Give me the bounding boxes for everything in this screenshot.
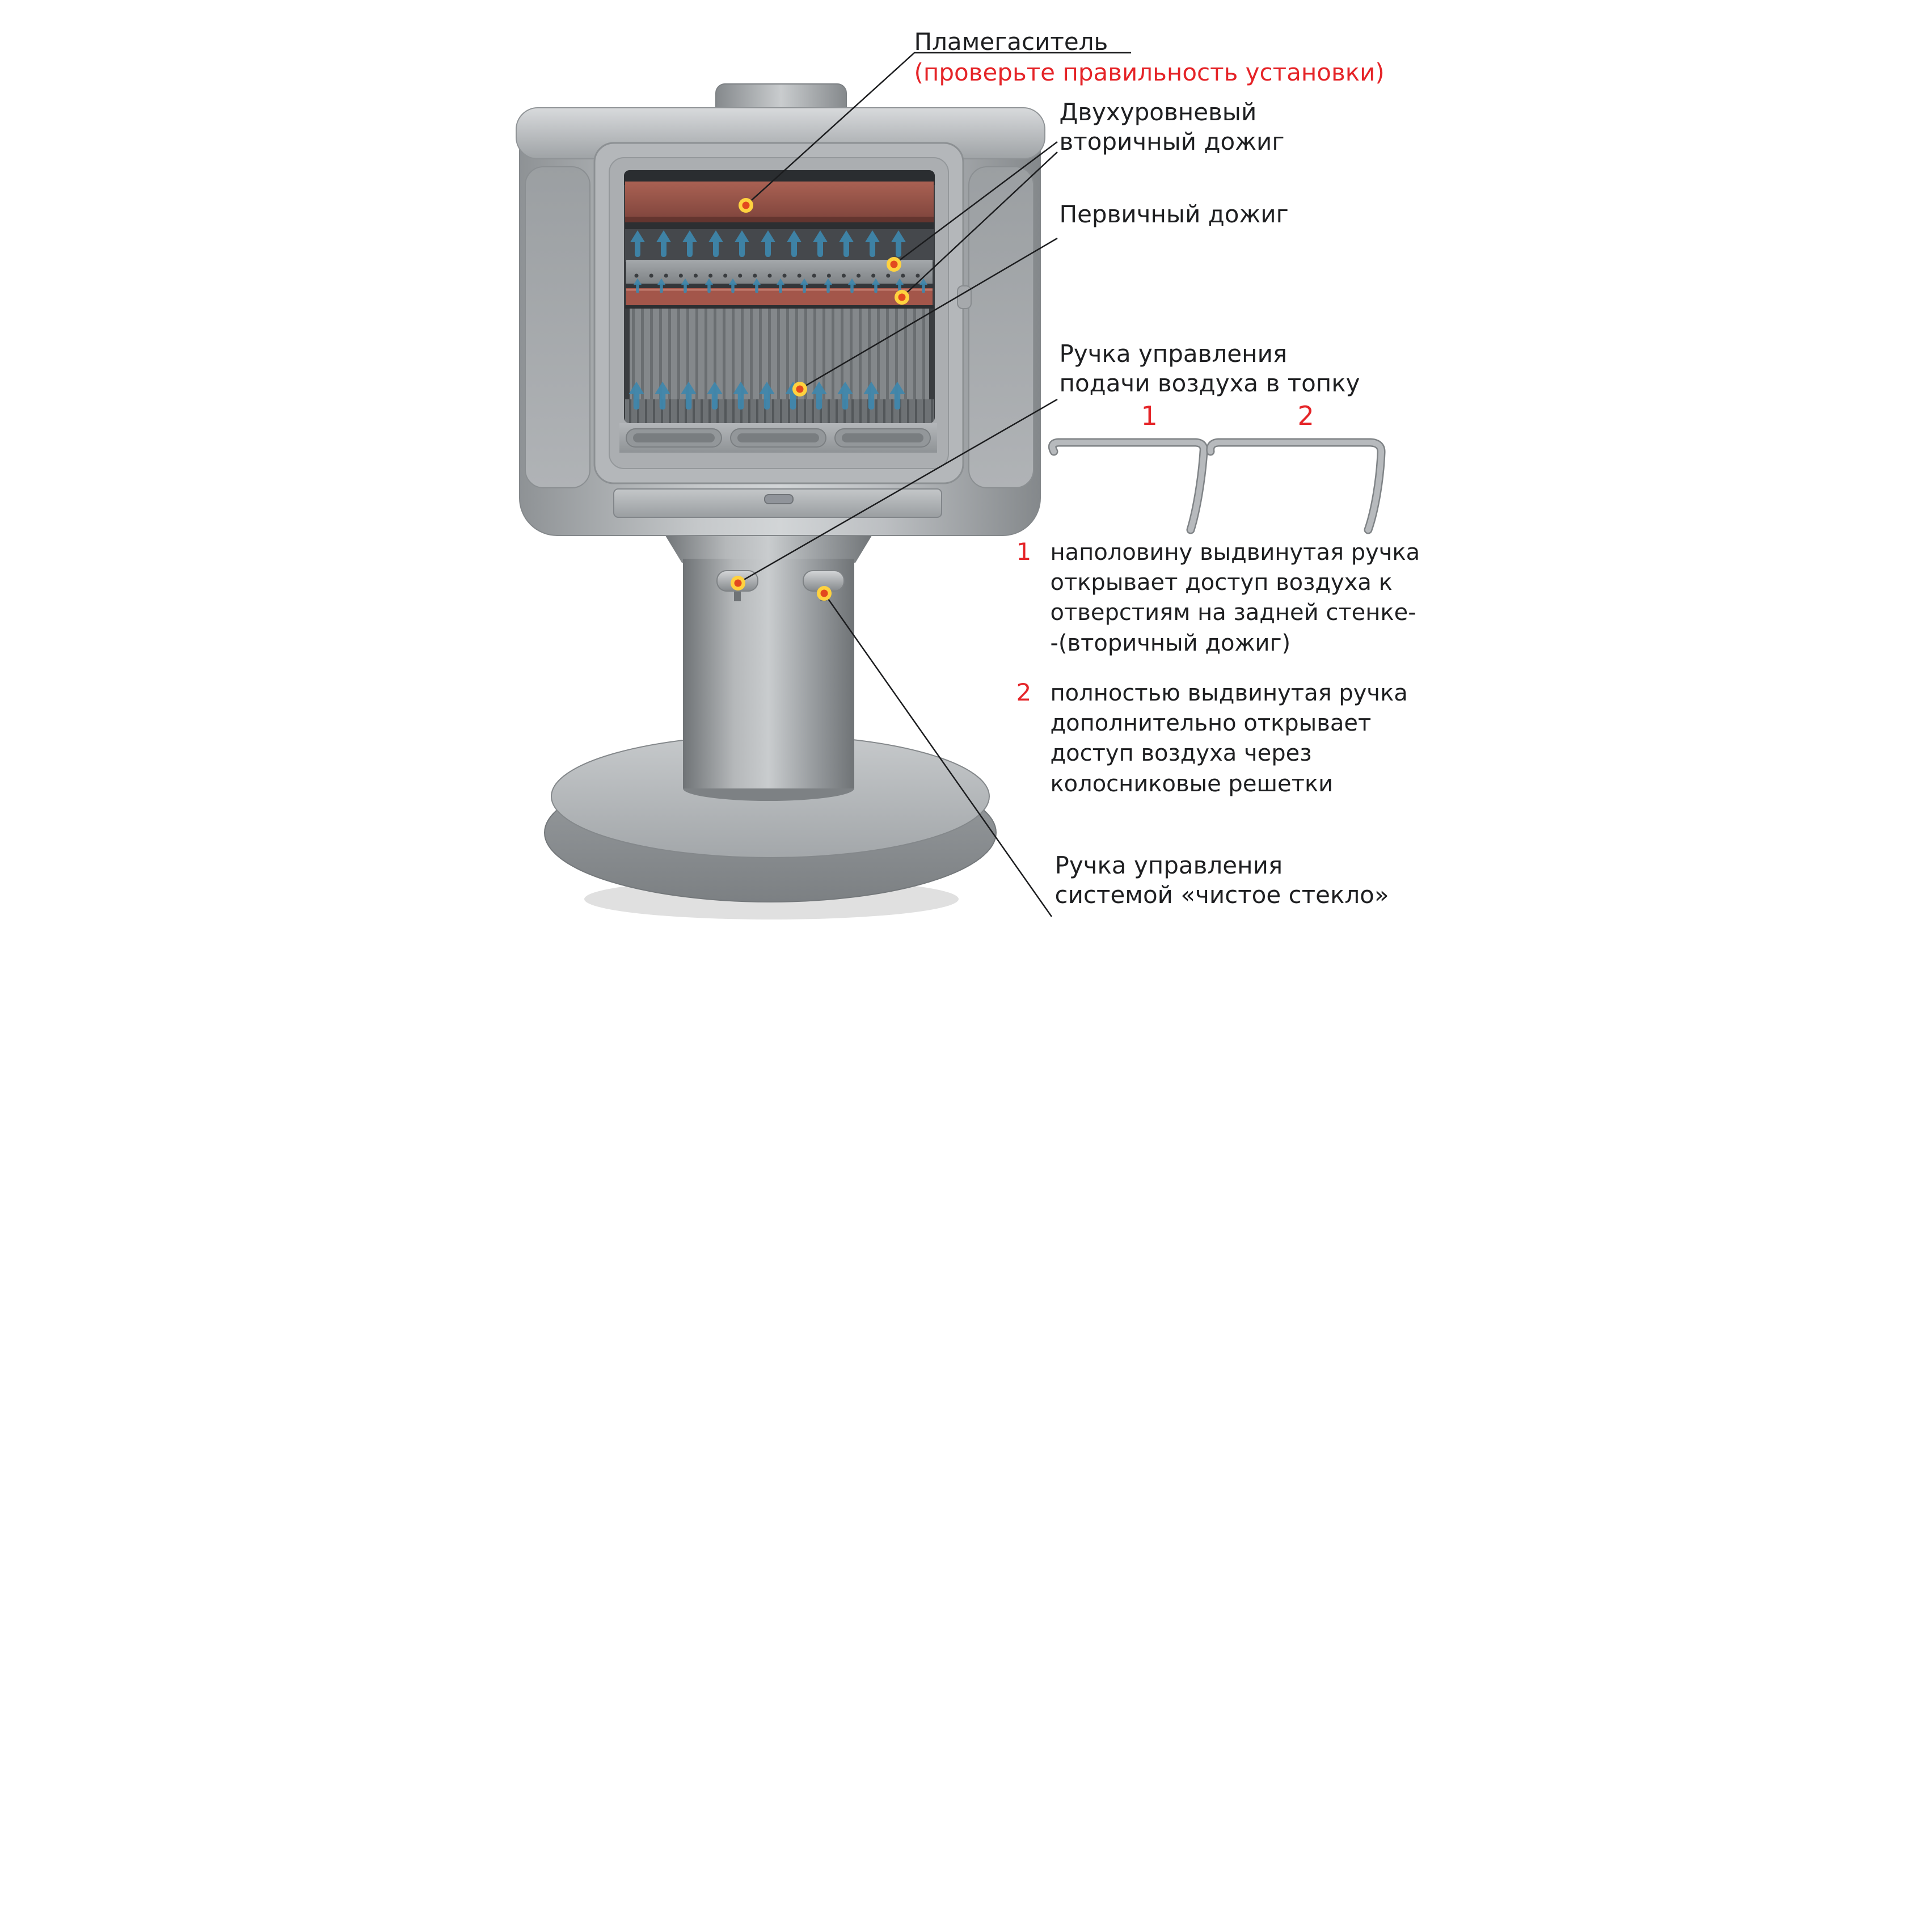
side-panel-right [968,166,1034,488]
firebox-back-wall [629,309,929,399]
ash-drawer-handle[interactable] [763,494,794,504]
stove-airflow-diagram: Пламегаситель (проверьте правильность ус… [483,0,1449,966]
flame-arrester-bar [625,182,934,221]
handle-profile-1 [1049,440,1207,533]
handle-position-diagram [1048,438,1386,534]
note1-text: наполовину выдвинутая ручка открывает до… [1050,539,1420,656]
hotspot-primary [792,382,807,396]
side-panel-left [524,166,590,488]
note1-number: 1 [1016,538,1032,566]
handle-position-1-number: 1 [1141,400,1158,431]
grate-floor [625,399,934,423]
handle-profile-1-outline [1048,438,1208,534]
secondary-air-shelf [626,260,933,284]
label-clean-glass: Ручка управления системой «чистое стекло… [1054,851,1389,909]
note2-number: 2 [1016,678,1032,706]
label-flame-arrester-warning: (проверьте правильность установки) [914,58,1385,86]
firebox [623,170,935,423]
handle-profile-2-outline [1205,438,1386,534]
air-knob-left-stem [733,591,741,601]
hotspot-clean-glass-knob [816,586,832,601]
label-secondary-burn: Двухуровневый вторичный дожиг [1059,98,1285,156]
hotspot-flame-arrester [738,198,753,213]
hotspot-secondary-upper [886,257,901,272]
leader-air-handle [737,398,1058,584]
hotspot-air-knob [730,576,745,590]
label-flame-arrester: Пламегаситель [914,28,1108,56]
hotspot-markers [730,198,909,601]
leader-secondary-lower [901,151,1058,298]
handle-profile-2 [1207,440,1384,533]
hotspot-secondary-lower [894,290,909,305]
leader-flame-arrester [745,52,1131,206]
label-air-handle: Ручка управления подачи воздуха в топку [1059,340,1360,398]
leader-primary [799,237,1058,390]
leader-lines [737,52,1131,917]
leader-secondary-upper [893,141,1058,265]
column-flare [662,531,875,563]
note2-text: полностью выдвинутая ручка дополнительно… [1050,680,1408,797]
handle-position-2-number: 2 [1297,400,1314,431]
leader-clean-glass [823,593,1052,917]
stove-illustration [515,52,1386,919]
grate-slots [625,428,931,448]
label-primary-burn: Первичный дожиг [1059,200,1289,228]
